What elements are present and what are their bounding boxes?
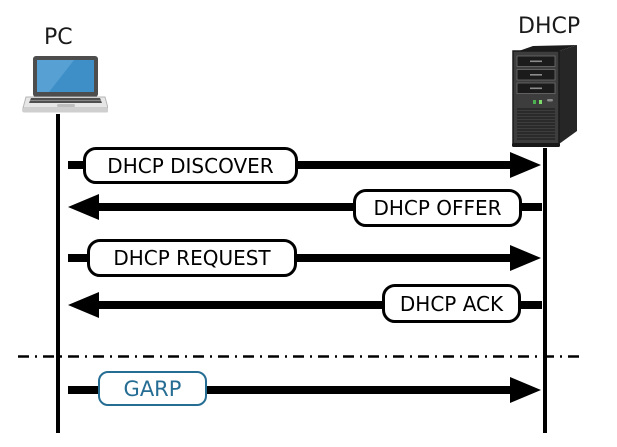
message-box-request: DHCP REQUEST (87, 239, 297, 277)
server-icon (509, 43, 581, 150)
message-label-discover: DHCP DISCOVER (107, 153, 274, 178)
arrow-head-right-icon (510, 377, 541, 403)
message-box-garp: GARP (98, 371, 207, 406)
arrow-shaft-offer (96, 203, 542, 211)
lifeline-dhcp (543, 148, 547, 433)
actor-label-dhcp: DHCP (518, 14, 581, 39)
arrow-head-left-icon (68, 292, 99, 318)
actor-label-pc: PC (44, 25, 73, 50)
message-label-ack: DHCP ACK (399, 291, 504, 316)
message-label-garp: GARP (123, 376, 182, 401)
arrow-head-right-icon (510, 245, 541, 271)
arrow-shaft-garp (68, 386, 512, 394)
arrow-head-right-icon (510, 152, 541, 178)
message-label-offer: DHCP OFFER (373, 196, 502, 220)
laptop-icon (18, 55, 109, 115)
message-label-request: DHCP REQUEST (113, 246, 271, 270)
lifeline-pc (56, 114, 60, 433)
message-box-ack: DHCP ACK (382, 284, 521, 323)
phase-divider-line (18, 344, 580, 358)
message-box-discover: DHCP DISCOVER (83, 147, 298, 184)
arrow-head-left-icon (68, 194, 99, 220)
message-box-offer: DHCP OFFER (353, 189, 522, 227)
arrow-shaft-ack (96, 301, 542, 309)
